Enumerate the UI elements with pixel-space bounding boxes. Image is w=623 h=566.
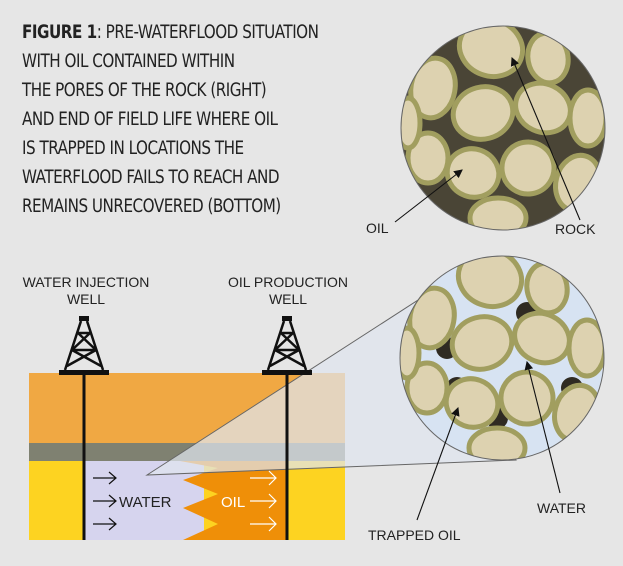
rock-grain	[401, 95, 423, 151]
rock-grain	[404, 360, 450, 416]
injection-well-label-2: WELL	[67, 291, 105, 307]
water-pore-label: WATER	[537, 500, 586, 516]
pore-view-oil-filled	[400, 25, 606, 231]
oil-zone	[180, 461, 287, 540]
caption-line: WITH OIL CONTAINED WITHIN	[22, 51, 235, 72]
trapped-oil-label: TRAPPED OIL	[368, 527, 461, 543]
rock-grain	[456, 26, 526, 79]
rock-grain	[405, 130, 451, 186]
pointer-arrows	[394, 56, 581, 521]
caption-line: REMAINS UNRECOVERED (BOTTOM)	[22, 196, 281, 217]
rock-grain	[450, 84, 516, 142]
derrick-icon	[59, 316, 109, 375]
rock-grain	[567, 87, 605, 149]
derrick-icon	[262, 316, 312, 375]
caption-line: : PRE-WATERFLOOD SITUATION	[96, 22, 319, 43]
pore-view-waterflooded	[399, 255, 605, 461]
rock-label: ROCK	[555, 221, 596, 237]
figure-caption: FIGURE 1: PRE-WATERFLOOD SITUATION WITH …	[22, 18, 319, 221]
rock-grain	[449, 314, 515, 372]
injection-well-label: WATER INJECTION	[23, 274, 150, 290]
caption-line: IS TRAPPED IN LOCATIONS THE	[22, 138, 244, 159]
rock-grain	[566, 317, 604, 379]
caption-line: THE PORES OF THE ROCK (RIGHT)	[22, 80, 267, 101]
rock-grain	[498, 369, 556, 427]
rock-grain	[455, 256, 525, 309]
rock-grain	[467, 195, 529, 230]
water-arrows	[93, 471, 117, 531]
production-well-label: OIL PRODUCTION	[228, 274, 348, 290]
rock-grain	[499, 139, 557, 197]
water-zone-label: WATER	[119, 494, 172, 511]
oil-arrows	[250, 470, 277, 532]
caption-line: WATERFLOOD FAILS TO REACH AND	[22, 167, 280, 188]
rock-grain	[444, 146, 502, 200]
oil-label: OIL	[366, 220, 389, 236]
oil-zone-label: OIL	[221, 494, 245, 511]
figure-label: FIGURE 1	[22, 22, 97, 43]
production-well-label-2: WELL	[269, 291, 307, 307]
caption-line: AND END OF FIELD LIFE WHERE OIL	[22, 109, 278, 130]
